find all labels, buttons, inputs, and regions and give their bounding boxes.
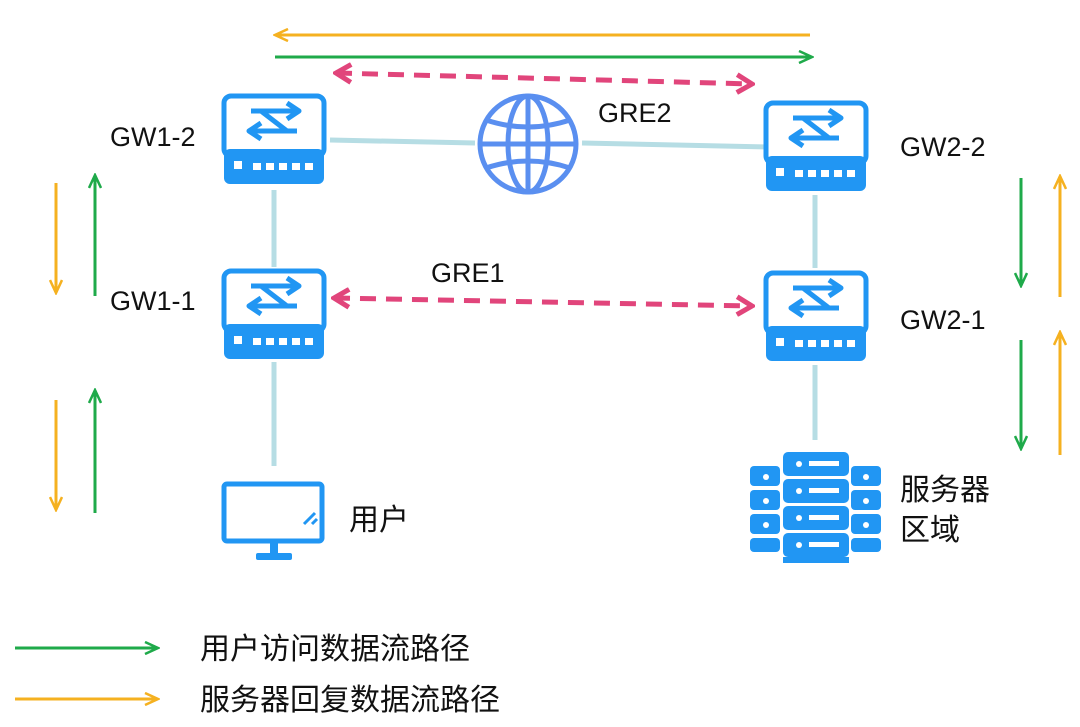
gw2-1-switch-icon [766,273,866,361]
globe-icon [477,93,579,195]
gw2-1-label: GW2-1 [900,305,986,335]
monitor-icon [221,481,325,560]
legend: 用户访问数据流路径 服务器回复数据流路径 [15,632,500,718]
gw1-1-switch-icon [224,271,324,359]
gre2-tunnel [336,73,752,84]
gre2-label: GRE2 [598,98,672,128]
link-internet-gw2-2 [581,140,769,150]
gw1-2-switch-icon [224,96,324,184]
legend-reply-flow-label: 服务器回复数据流路径 [200,683,500,718]
gw1-2-label: GW1-2 [110,122,196,152]
gw2-2-label: GW2-2 [900,132,986,162]
server-label-line1: 服务器 [900,473,990,508]
gre1-tunnel [334,298,752,306]
legend-user-flow-label: 用户访问数据流路径 [200,632,470,667]
gw2-2-switch-icon [766,103,866,191]
gre1-label: GRE1 [431,258,505,288]
links [271,137,818,466]
server-label-line2: 区域 [900,513,960,548]
user-label: 用户 [349,503,409,538]
gw1-1-label: GW1-1 [110,286,196,316]
link-gw1-2-internet [329,137,476,146]
server-cluster-icon [750,452,881,563]
